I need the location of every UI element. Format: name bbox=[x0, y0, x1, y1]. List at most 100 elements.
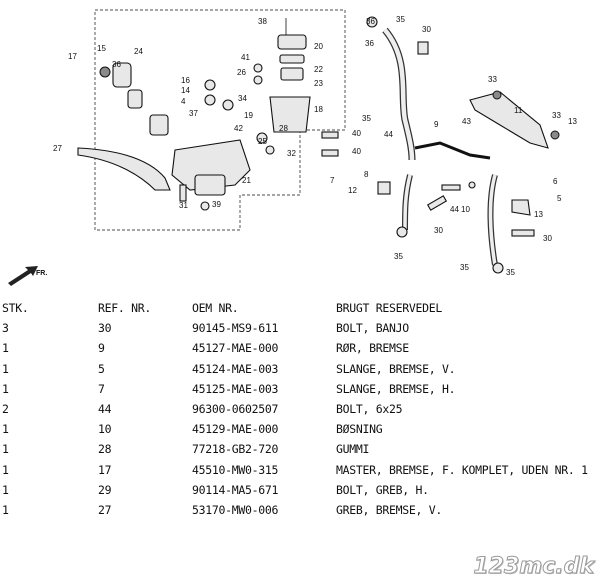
header-oem: OEM NR. bbox=[192, 301, 239, 316]
cell-ref: 29 bbox=[98, 482, 112, 497]
boot bbox=[112, 62, 132, 88]
callout-number: 23 bbox=[314, 79, 323, 88]
cell-ref: 9 bbox=[98, 341, 105, 356]
cell-ref: 28 bbox=[98, 442, 112, 457]
cell-stk: 3 bbox=[2, 321, 9, 336]
cell-oem: 90114-MA5-671 bbox=[192, 482, 279, 497]
callout-number: 33 bbox=[552, 111, 561, 120]
callout-number: 39 bbox=[212, 200, 221, 209]
callout-number: 35 bbox=[460, 263, 469, 272]
callout-number: 4 bbox=[181, 97, 186, 106]
callout-number: 13 bbox=[534, 210, 543, 219]
callout-number: 40 bbox=[352, 129, 361, 138]
callout-number: 24 bbox=[134, 47, 143, 56]
cell-ref: 44 bbox=[98, 402, 112, 417]
table-row: 1 10 45129-MAE-000 BØSNING bbox=[2, 419, 598, 439]
callout-number: 7 bbox=[330, 176, 335, 185]
cell-ref: 17 bbox=[98, 462, 112, 477]
fitting-32 bbox=[265, 145, 275, 155]
reservoir-cap bbox=[277, 34, 307, 50]
bolt-40b bbox=[321, 149, 339, 157]
cell-desc: MASTER, BREMSE, F. KOMPLET, UDEN NR. 1 bbox=[336, 462, 588, 477]
callout-number: 33 bbox=[488, 75, 497, 84]
cell-desc: SLANGE, BREMSE, H. bbox=[336, 381, 456, 396]
fitting-25 bbox=[256, 132, 268, 144]
callout-number: 25 bbox=[258, 137, 267, 146]
clamp bbox=[194, 174, 226, 196]
cell-desc: GUMMI bbox=[336, 442, 370, 457]
cell-desc: BOLT, 6x25 bbox=[336, 402, 403, 417]
callout-number: 28 bbox=[279, 124, 288, 133]
bracket-11 bbox=[469, 91, 549, 149]
cell-stk: 1 bbox=[2, 462, 9, 477]
cell-ref: 10 bbox=[98, 422, 112, 437]
cell-stk: 2 bbox=[2, 402, 9, 417]
cell-oem: 45129-MAE-000 bbox=[192, 422, 279, 437]
cell-stk: 1 bbox=[2, 361, 9, 376]
callout-number: 41 bbox=[241, 53, 250, 62]
callout-number: 35 bbox=[362, 114, 371, 123]
cell-ref: 5 bbox=[98, 361, 105, 376]
banjo-upper bbox=[366, 16, 378, 28]
callout-number: 36 bbox=[365, 39, 374, 48]
cell-stk: 1 bbox=[2, 442, 9, 457]
cell-oem: 45127-MAE-000 bbox=[192, 341, 279, 356]
callout-number: 5 bbox=[557, 194, 562, 203]
callout-number: 31 bbox=[179, 201, 188, 210]
callout-number: 35 bbox=[506, 268, 515, 277]
callout-number: 17 bbox=[68, 52, 77, 61]
piston bbox=[127, 89, 143, 109]
callout-number: 32 bbox=[287, 149, 296, 158]
cell-stk: 1 bbox=[2, 341, 9, 356]
cell-oem: 53170-MW0-006 bbox=[192, 502, 279, 517]
cell-stk: 1 bbox=[2, 381, 9, 396]
bolt-30-right bbox=[511, 229, 535, 237]
diaphragm-plate bbox=[279, 54, 305, 64]
callout-number: 26 bbox=[237, 68, 246, 77]
screw-41 bbox=[253, 63, 263, 73]
callout-number: 35 bbox=[396, 15, 405, 24]
callout-number: 30 bbox=[422, 25, 431, 34]
cell-desc: RØR, BREMSE bbox=[336, 341, 409, 356]
diaphragm bbox=[280, 67, 304, 81]
brake-lever bbox=[77, 147, 171, 191]
header-ref: REF. NR. bbox=[98, 301, 151, 316]
callout-number: 36 bbox=[366, 17, 375, 26]
callout-number: 37 bbox=[189, 109, 198, 118]
callout-number: 44 bbox=[450, 205, 459, 214]
bolt-40a bbox=[321, 131, 339, 139]
cell-ref: 27 bbox=[98, 502, 112, 517]
cell-oem: 90145-MS9-611 bbox=[192, 321, 279, 336]
cell-desc: BOLT, GREB, H. bbox=[336, 482, 429, 497]
watermark-logo: 123mc.dk bbox=[473, 554, 595, 580]
cell-desc: BØSNING bbox=[336, 422, 383, 437]
header-stk: STK. bbox=[2, 301, 29, 316]
table-row: 1 17 45510-MW0-315 MASTER, BREMSE, F. KOMPL… bbox=[2, 460, 598, 480]
callout-number: 15 bbox=[97, 44, 106, 53]
cell-ref: 30 bbox=[98, 321, 112, 336]
callout-number: 30 bbox=[543, 234, 552, 243]
seal bbox=[99, 66, 111, 78]
washer-39 bbox=[200, 201, 210, 211]
cell-oem: 77218-GB2-720 bbox=[192, 442, 279, 457]
bolt-30-top bbox=[417, 41, 429, 55]
clip-13 bbox=[511, 199, 531, 216]
banjo-lower-right bbox=[492, 262, 504, 274]
callout-number: 42 bbox=[234, 124, 243, 133]
table-row: 1 9 45127-MAE-000 RØR, BREMSE bbox=[2, 338, 598, 358]
callout-number: 40 bbox=[352, 147, 361, 156]
callout-number: 21 bbox=[242, 176, 251, 185]
cell-stk: 1 bbox=[2, 422, 9, 437]
cell-ref: 7 bbox=[98, 381, 105, 396]
parts-table: STK. REF. NR. OEM NR. BRUGT RESERVEDEL 3… bbox=[2, 298, 598, 520]
callout-number: 14 bbox=[181, 86, 190, 95]
cell-oem: 45510-MW0-315 bbox=[192, 462, 279, 477]
callout-number: 20 bbox=[314, 42, 323, 51]
callout-number: 34 bbox=[238, 94, 247, 103]
